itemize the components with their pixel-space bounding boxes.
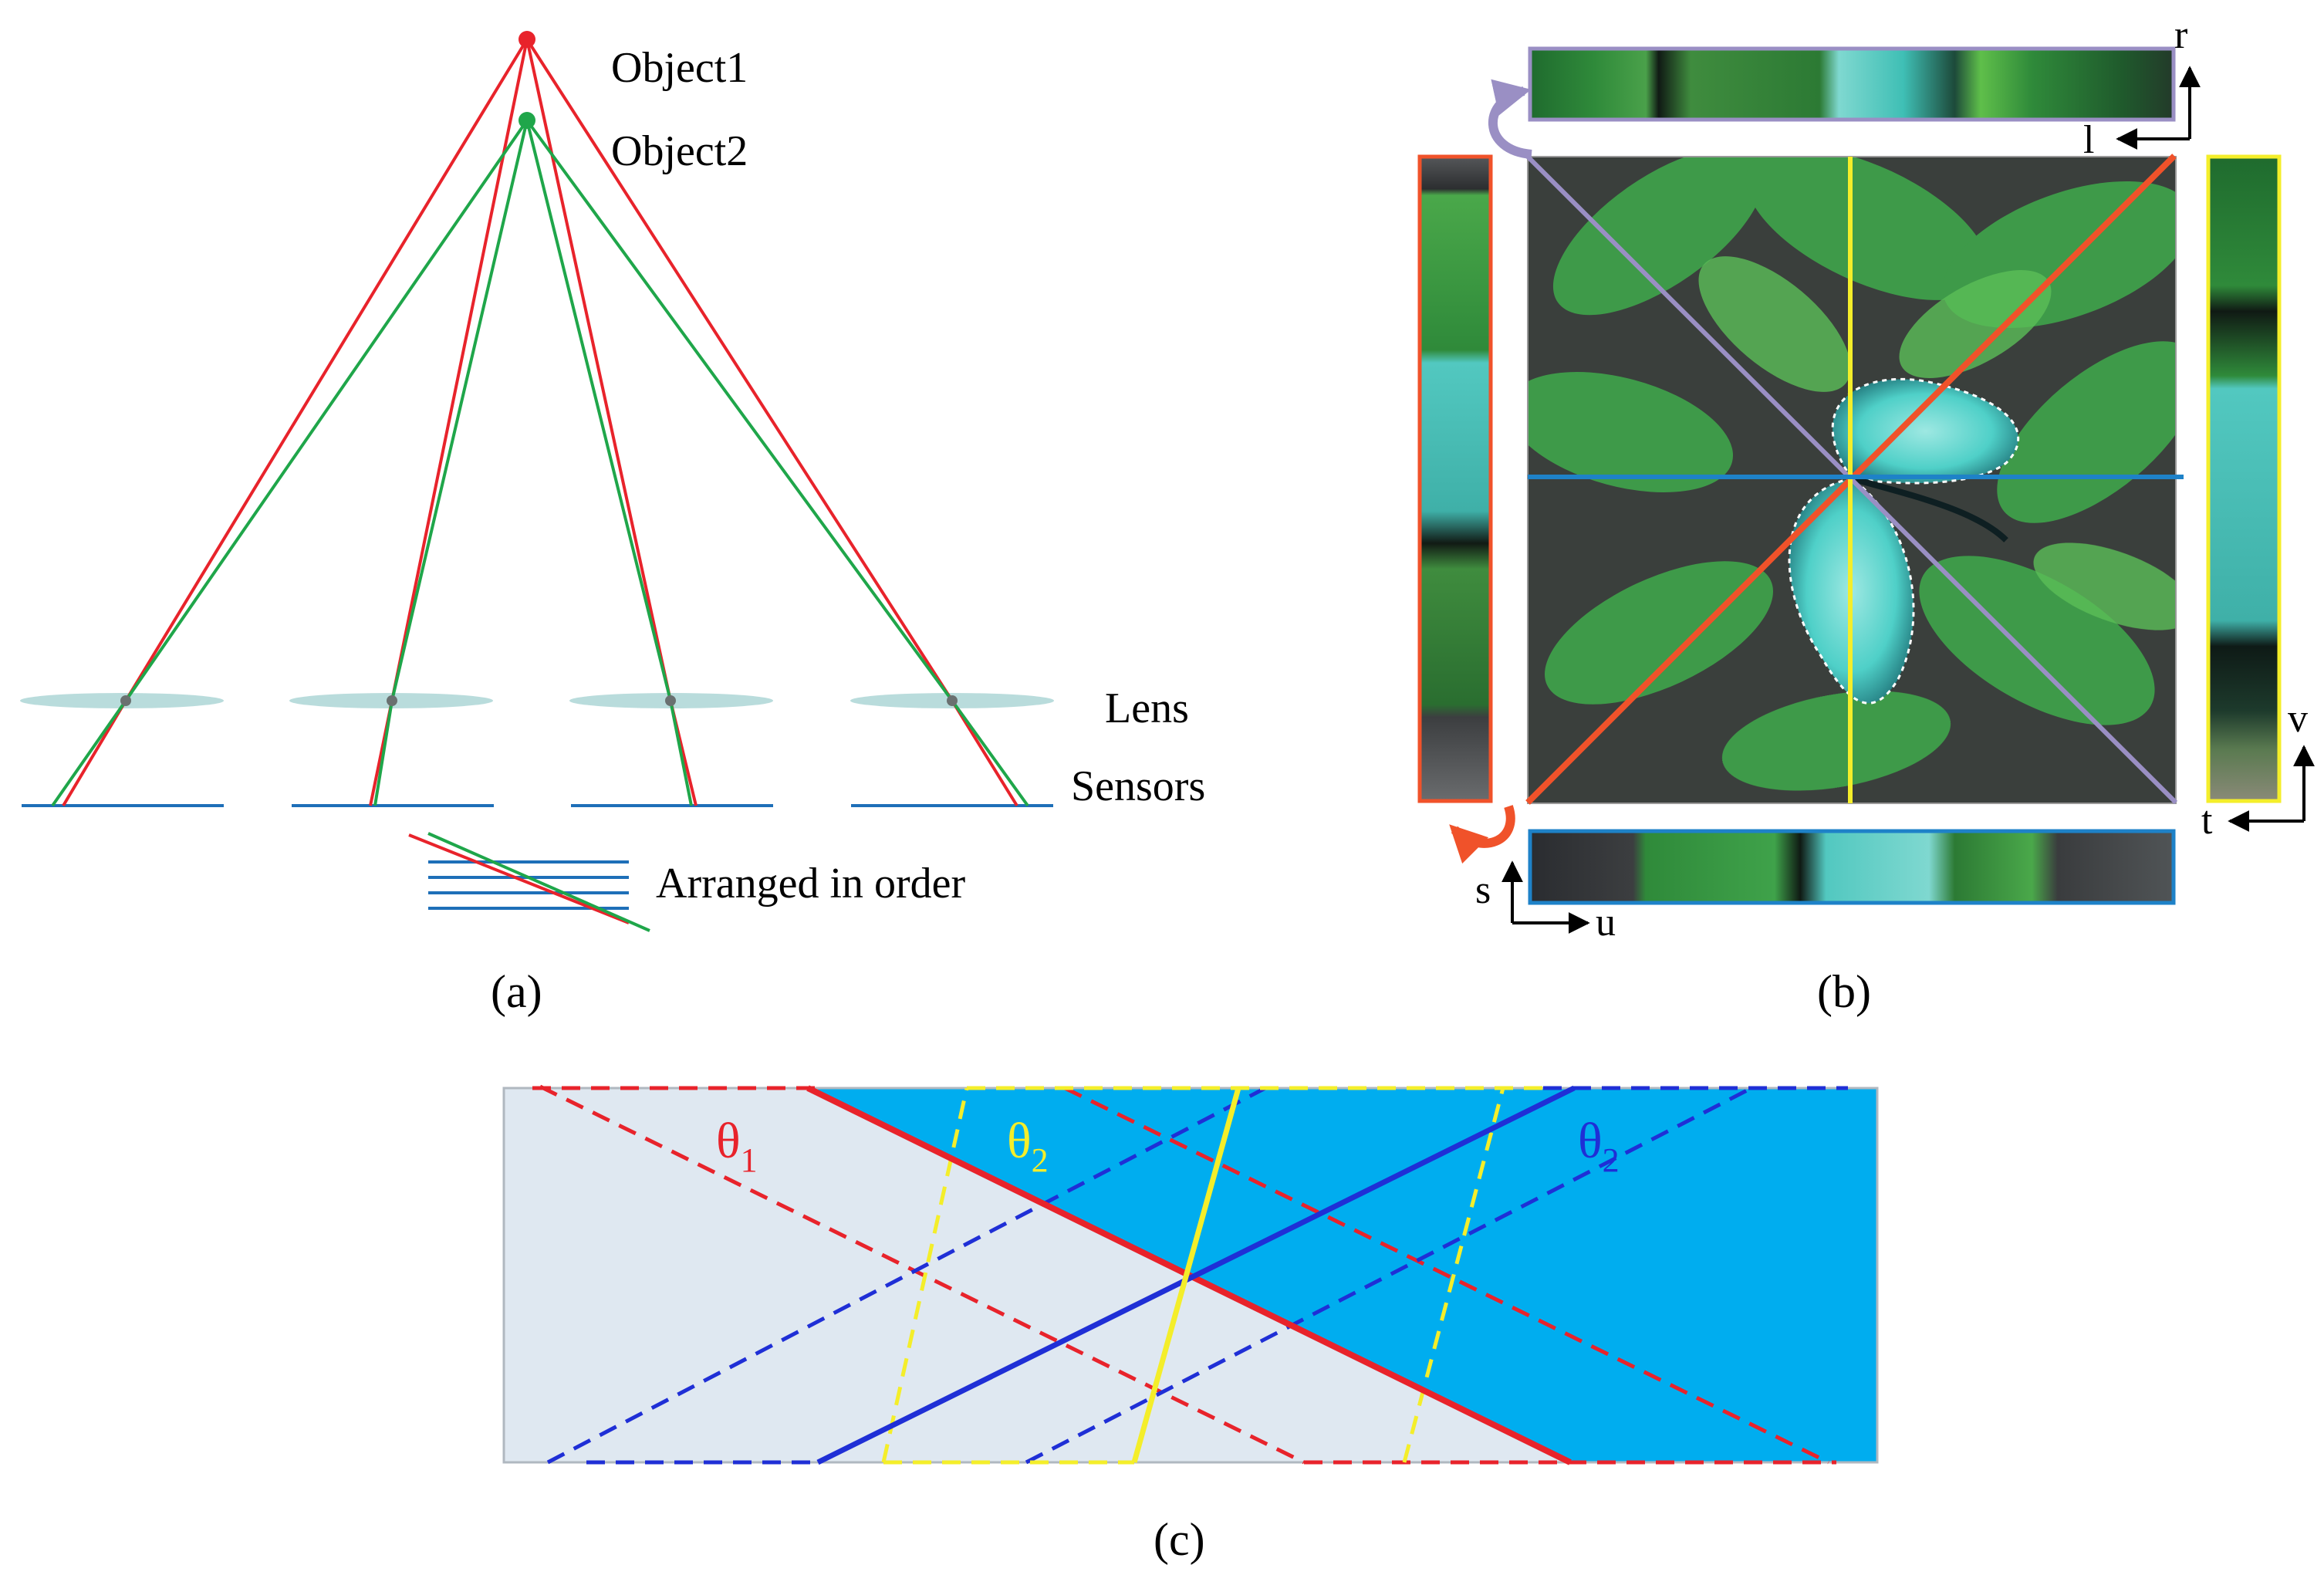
object1-rays bbox=[62, 38, 1018, 807]
arranged-stack bbox=[408, 832, 650, 932]
butterfly-photo bbox=[1528, 157, 2176, 803]
axis-bottom bbox=[1501, 860, 1590, 934]
lens-centers bbox=[120, 695, 958, 706]
lens-center-4 bbox=[947, 695, 958, 706]
lens-label: Lens bbox=[1105, 684, 1189, 732]
right-epi-strip bbox=[2206, 154, 2282, 803]
left-epi-strip bbox=[1417, 154, 1493, 803]
object2-label: Object2 bbox=[611, 127, 748, 175]
axis-label-t: t bbox=[2201, 799, 2213, 843]
stacked-green-line bbox=[427, 832, 650, 932]
lens-row bbox=[20, 693, 1054, 708]
panel-b: r l v t s u (b) bbox=[1417, 13, 2315, 1017]
axis-label-v: v bbox=[2288, 697, 2308, 741]
object1-label: Object1 bbox=[611, 44, 748, 92]
top-epi-strip bbox=[1528, 46, 2176, 122]
lens-center-3 bbox=[665, 695, 676, 706]
panel-a: Object1 Object2 Lens Sensors Arranged in… bbox=[20, 31, 1205, 1017]
axis-right bbox=[2228, 745, 2315, 832]
dashed-yellow-lines bbox=[881, 1086, 1543, 1465]
axis-top bbox=[2116, 66, 2201, 150]
object2-point bbox=[519, 112, 535, 129]
blue-region bbox=[808, 1088, 1877, 1462]
axis-label-l: l bbox=[2083, 118, 2094, 162]
object1-point bbox=[519, 31, 535, 48]
purple-curved-arrow bbox=[1488, 79, 1532, 159]
axis-label-s: s bbox=[1475, 868, 1491, 912]
caption-a: (a) bbox=[491, 966, 542, 1017]
panel-c: θ1 θ2 θ2 (c) bbox=[502, 1084, 1879, 1565]
theta2-yellow-label: θ2 bbox=[1007, 1113, 1049, 1179]
caption-b: (b) bbox=[1817, 966, 1871, 1017]
arranged-label: Arranged in order bbox=[656, 860, 966, 907]
stacked-red-line bbox=[408, 833, 630, 924]
sensors-label: Sensors bbox=[1071, 762, 1205, 810]
dashed-blue-lines bbox=[546, 1086, 1848, 1465]
solid-yellow-line bbox=[1131, 1087, 1241, 1463]
lens-center-2 bbox=[387, 695, 397, 706]
axis-label-r: r bbox=[2174, 13, 2187, 57]
theta1-label: θ1 bbox=[716, 1113, 758, 1179]
axis-label-u: u bbox=[1596, 901, 1616, 945]
bottom-epi-strip bbox=[1528, 829, 2176, 905]
solid-blue-line bbox=[816, 1085, 1576, 1465]
lens-center-1 bbox=[120, 695, 131, 706]
theta2-blue-label: θ2 bbox=[1578, 1113, 1620, 1179]
caption-c: (c) bbox=[1154, 1514, 1205, 1565]
orange-curved-arrow bbox=[1449, 805, 1515, 864]
